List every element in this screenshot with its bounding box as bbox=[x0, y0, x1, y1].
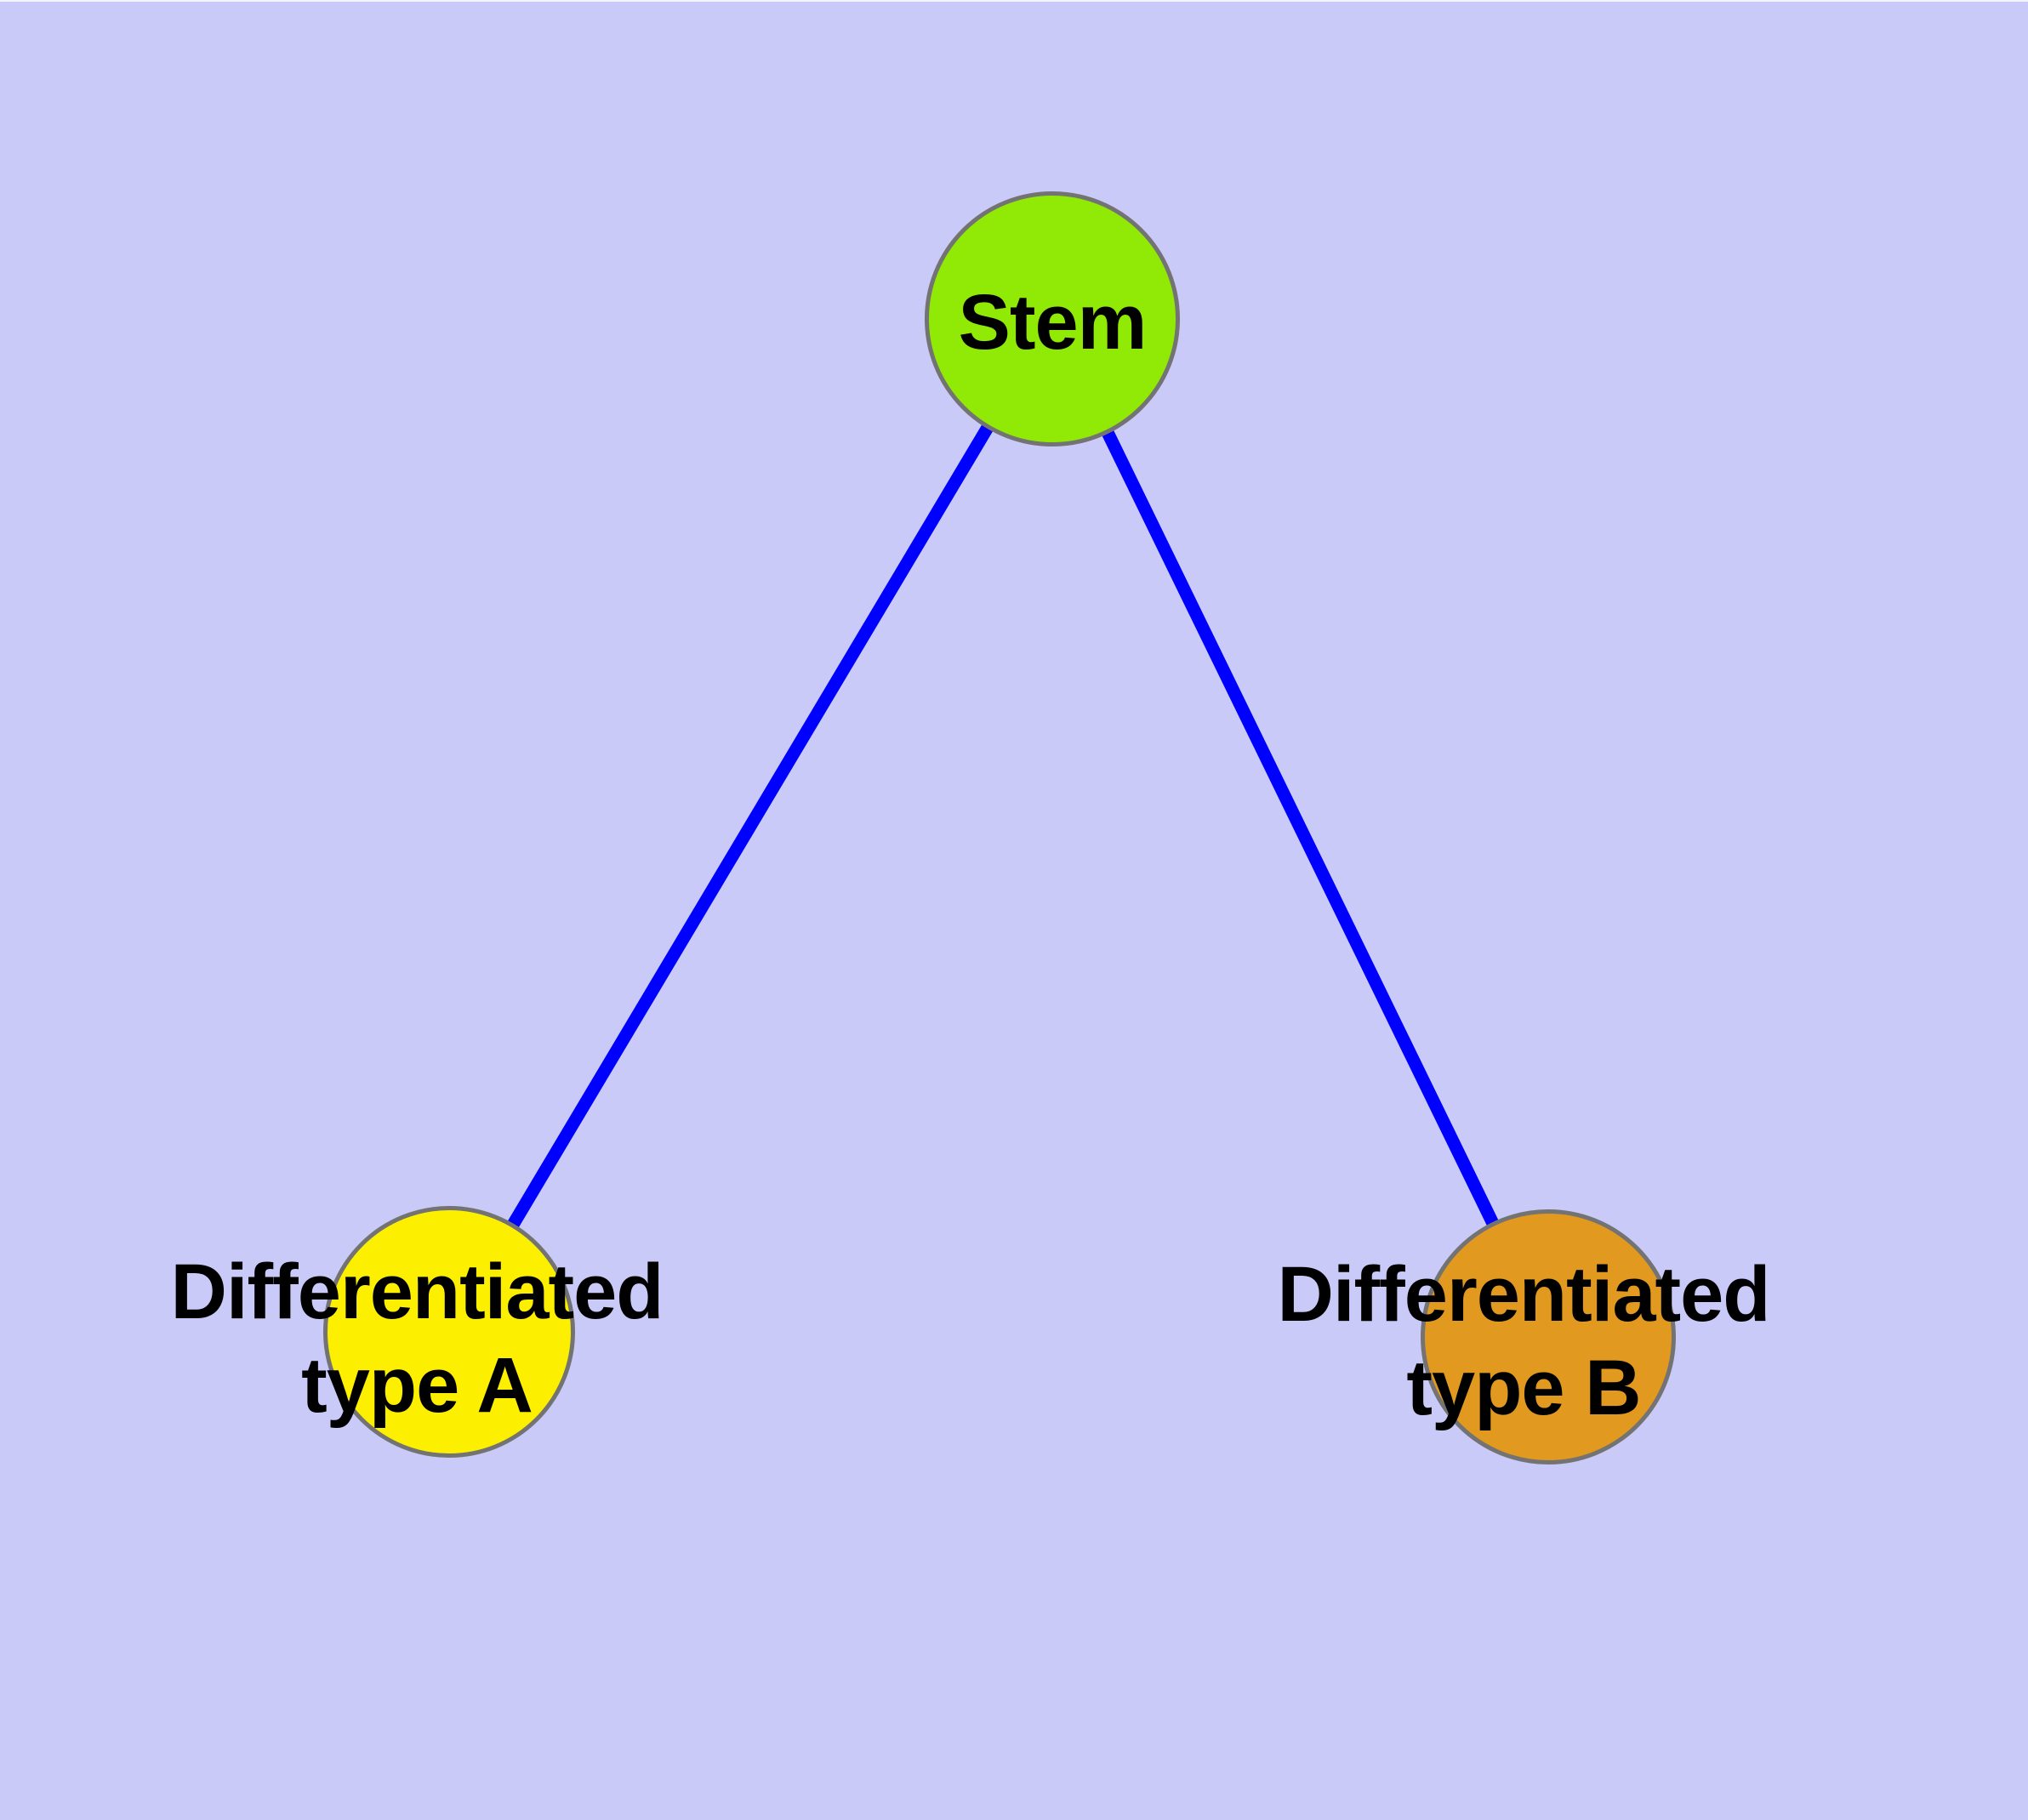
edge-stem-to-type-b[interactable] bbox=[1046, 316, 1554, 1340]
node-type-a-label-line1: Differentiated bbox=[170, 1248, 664, 1335]
node-type-a-label-line2: type A bbox=[301, 1342, 533, 1429]
node-stem-label: Stem bbox=[958, 279, 1148, 366]
node-type-b-label: Differentiated type B bbox=[1277, 1248, 1771, 1435]
node-type-b-label-line2: type B bbox=[1406, 1345, 1641, 1431]
node-type-a-label: Differentiated type A bbox=[171, 1245, 664, 1432]
node-type-b-circle[interactable] bbox=[1421, 1209, 1676, 1465]
edge-stem-to-type-a[interactable] bbox=[443, 316, 1058, 1335]
node-type-b-label-line1: Differentiated bbox=[1277, 1251, 1771, 1338]
node-type-a-circle[interactable] bbox=[323, 1206, 575, 1458]
node-stem-circle[interactable] bbox=[925, 191, 1180, 446]
